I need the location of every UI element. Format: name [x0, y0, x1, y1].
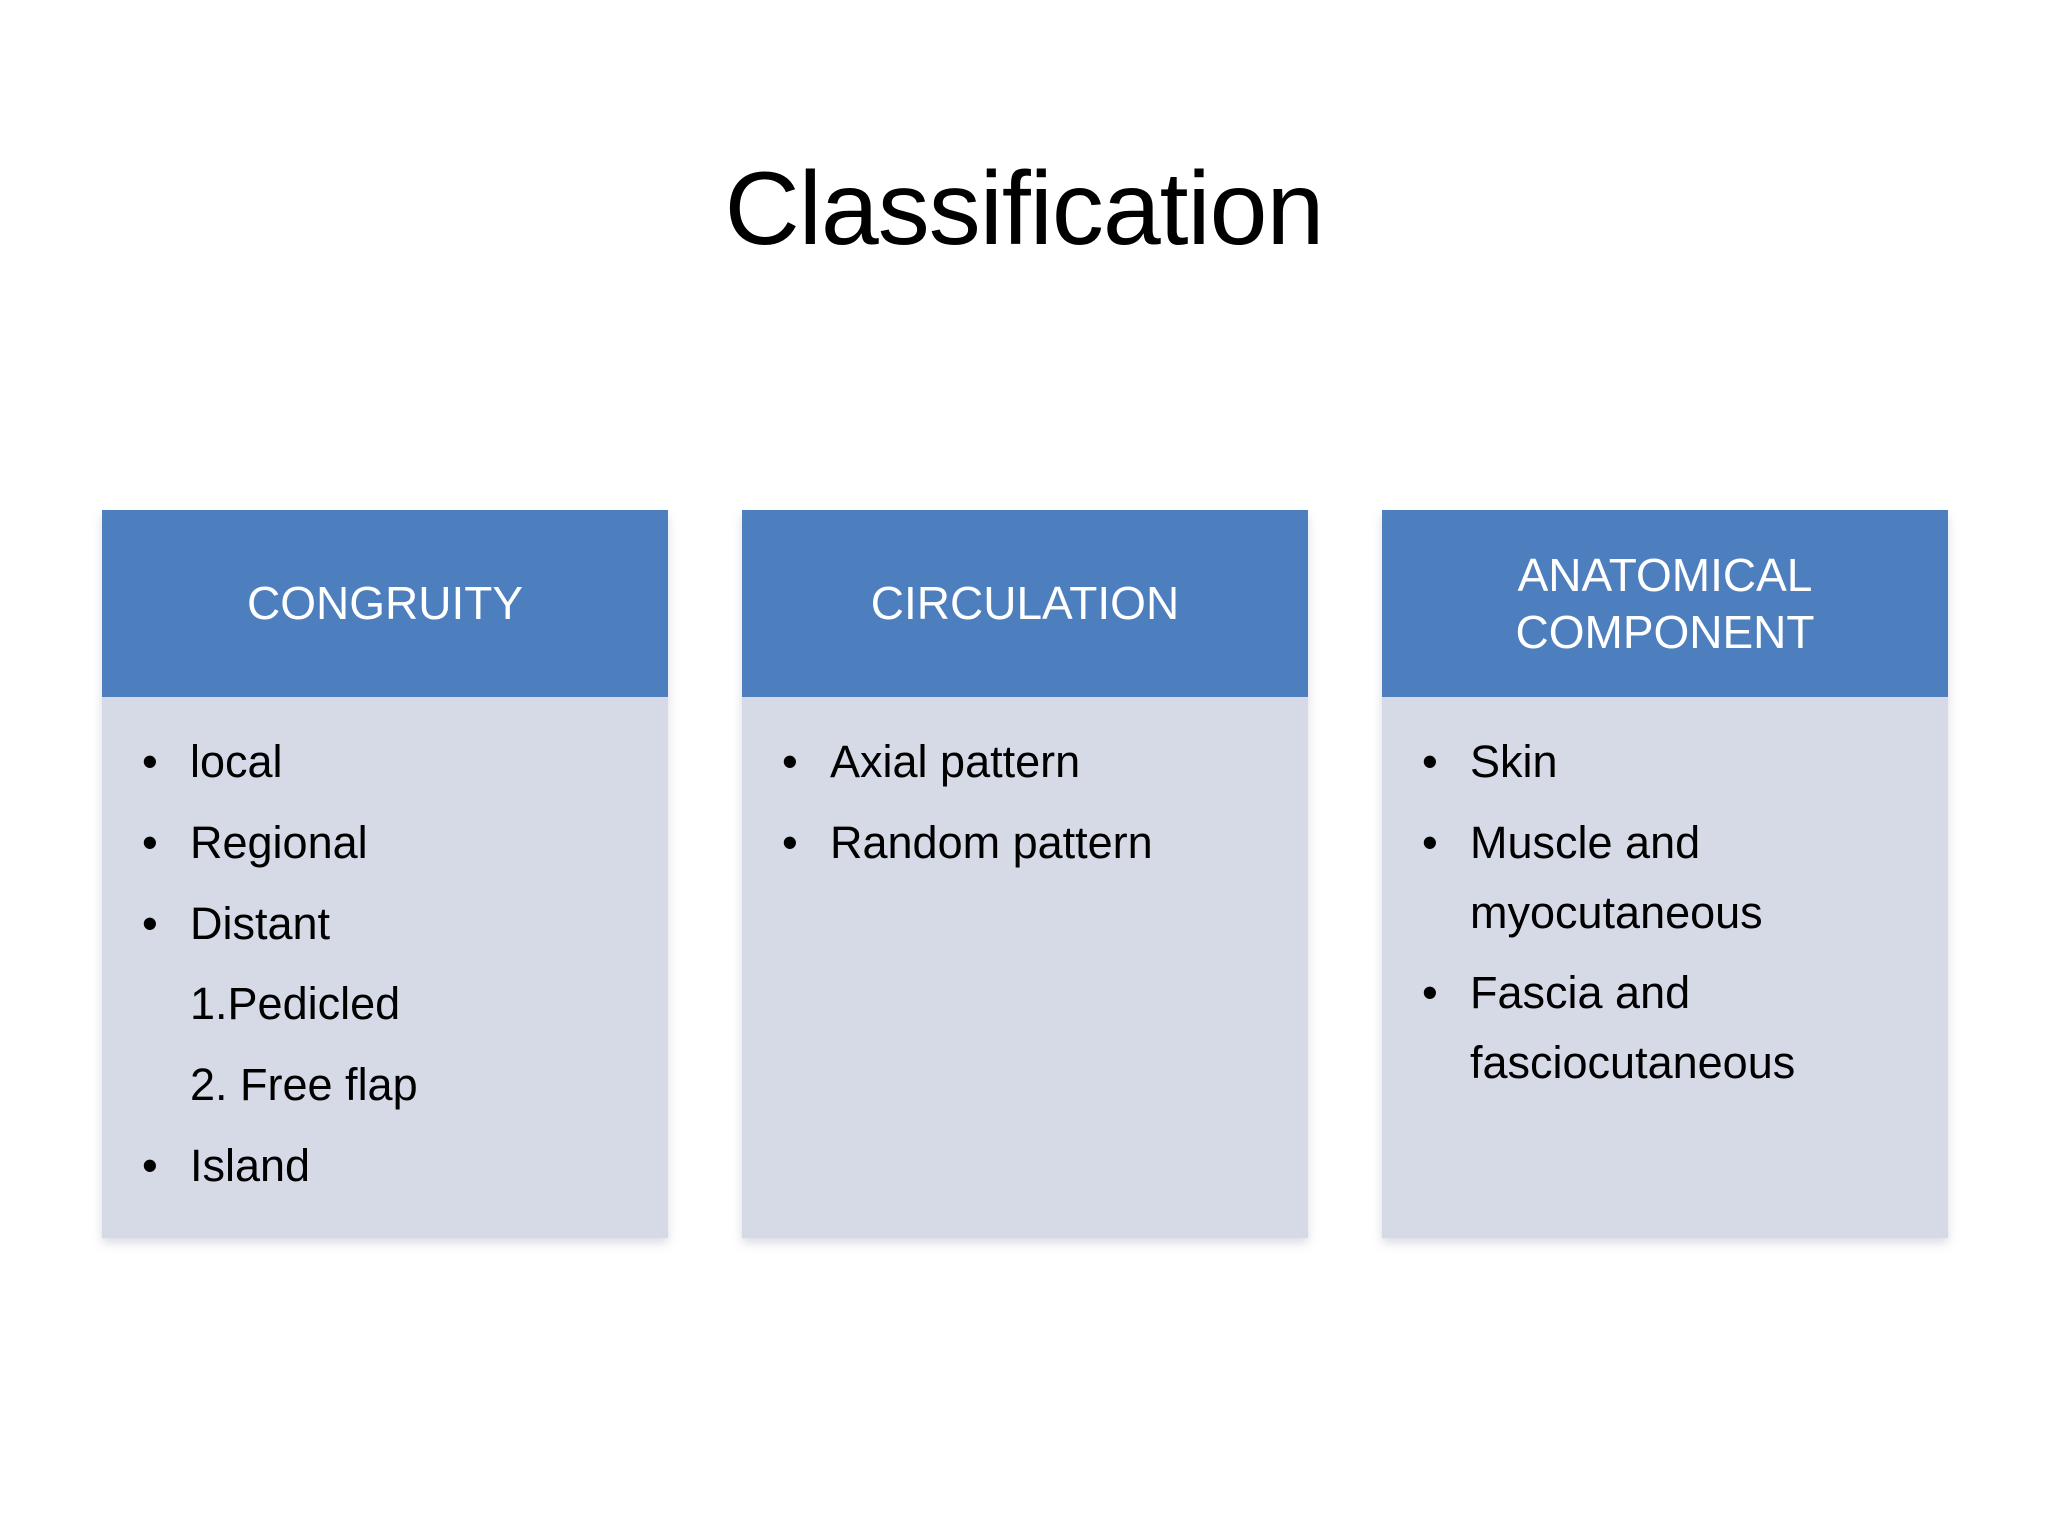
bullet-icon: •	[782, 816, 798, 868]
bullet-icon: •	[1422, 967, 1438, 1019]
list-item: • local	[142, 727, 648, 797]
list-item: • Regional	[142, 808, 648, 878]
list-item-text: local	[190, 736, 283, 787]
list-item-text: 2. Free flap	[190, 1059, 418, 1110]
column-header: CONGRUITY	[102, 510, 668, 697]
list-item: • Distant	[142, 889, 648, 959]
list-item: • Muscle and myocutaneous	[1422, 808, 1928, 948]
list-item: • Skin	[1422, 727, 1928, 797]
list-item-text: 1.Pedicled	[190, 978, 401, 1030]
bullet-icon: •	[142, 736, 158, 787]
column-anatomical-component: ANATOMICAL COMPONENT • Skin • Muscle and myo…	[1382, 510, 1948, 1238]
bullet-spacer	[142, 969, 190, 1039]
column-body: • local • Regional • Distant 1.Pedicled 2. Free…	[102, 697, 668, 1238]
bullet-icon: •	[1422, 816, 1438, 868]
column-body: • Axial pattern • Random pattern	[742, 697, 1308, 1238]
list-item-text: Island	[190, 1139, 311, 1191]
list-item-text: Regional	[190, 816, 368, 868]
list-item-text: Random pattern	[830, 816, 1153, 868]
list-item: • Random pattern	[782, 808, 1288, 878]
bullet-spacer	[142, 1050, 190, 1120]
list-item: 1.Pedicled	[142, 969, 648, 1039]
list-item-text: Skin	[1470, 736, 1558, 787]
list-item-text: Distant	[190, 897, 331, 949]
bullet-icon: •	[782, 736, 798, 787]
columns-container: CONGRUITY • local • Regional • Distant 1.Pedicl…	[102, 510, 1948, 1238]
bullet-icon: •	[142, 1139, 158, 1191]
column-circulation: CIRCULATION • Axial pattern • Random pattern	[742, 510, 1308, 1238]
column-header: ANATOMICAL COMPONENT	[1382, 510, 1948, 697]
bullet-icon: •	[142, 897, 158, 949]
list-item: • Axial pattern	[782, 727, 1288, 797]
list-item: 2. Free flap	[142, 1050, 648, 1120]
list-item-text: Muscle and myocutaneous	[1470, 816, 1763, 938]
bullet-icon: •	[1422, 736, 1438, 787]
bullet-icon: •	[142, 816, 158, 868]
list-item: • Island	[142, 1131, 648, 1201]
column-congruity: CONGRUITY • local • Regional • Distant 1.Pedicl…	[102, 510, 668, 1238]
list-item-text: Fascia and fasciocutaneous	[1470, 967, 1796, 1088]
column-header: CIRCULATION	[742, 510, 1308, 697]
list-item: • Fascia and fasciocutaneous	[1422, 958, 1928, 1098]
list-item-text: Axial pattern	[830, 736, 1081, 787]
column-body: • Skin • Muscle and myocutaneous • Fascia and…	[1382, 697, 1948, 1238]
page-title: Classification	[724, 150, 1325, 267]
